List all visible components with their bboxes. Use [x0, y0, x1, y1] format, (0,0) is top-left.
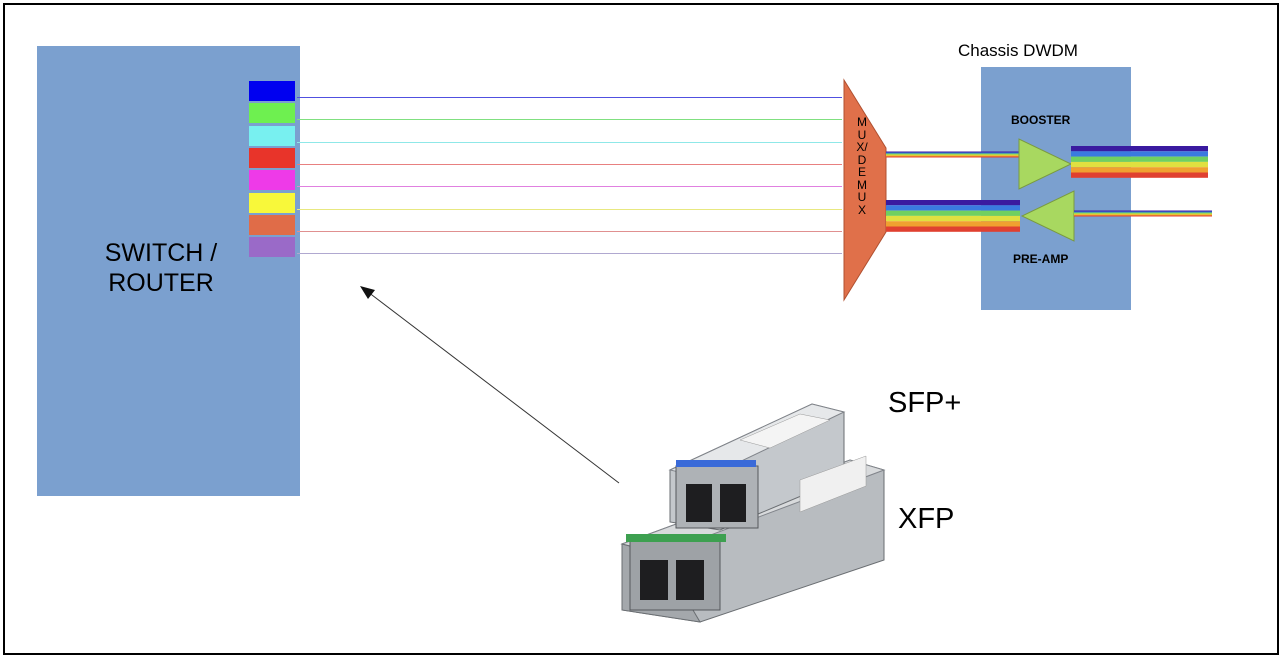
port-4: [248, 146, 296, 169]
wavelength-band: [886, 200, 1020, 206]
wavelength-band: [886, 210, 1020, 216]
transceiver-illustration: [620, 403, 886, 623]
booster-amplifier: [1018, 138, 1073, 190]
port-5: [248, 169, 296, 192]
port-6: [248, 191, 296, 214]
fiber-line-5: [297, 186, 842, 188]
booster-input-fiber: [886, 151, 1019, 158]
port-8: [248, 236, 296, 259]
preamp-input-fiber: [886, 200, 1020, 232]
port-7: [248, 213, 296, 236]
wavelength-band: [1071, 151, 1208, 157]
preamp-label: PRE-AMP: [1013, 252, 1069, 266]
wavelength-band: [1071, 167, 1208, 173]
fiber-line-2: [297, 119, 842, 121]
chassis-title: Chassis DWDM: [958, 41, 1078, 60]
fiber-line-1: [297, 97, 842, 98]
wavelength-band: [886, 221, 1020, 227]
booster-label: BOOSTER: [1011, 113, 1071, 127]
wavelength-band: [1071, 156, 1208, 162]
wavelength-band: [1071, 172, 1208, 178]
booster-output-bundle: [1071, 146, 1208, 178]
arrow-head-icon: [360, 286, 375, 299]
switch-router-label: SWITCH / ROUTER: [104, 239, 218, 297]
port-2: [248, 102, 296, 125]
fiber-line-3: [297, 141, 842, 143]
fiber-line-7: [297, 230, 842, 232]
fiber-line-6: [297, 208, 842, 210]
sfp-plus-label: SFP+: [888, 387, 962, 419]
xfp-label: XFP: [898, 503, 955, 535]
port-1: [248, 80, 296, 102]
wavelength-band: [886, 205, 1020, 211]
port-3: [248, 124, 296, 147]
wavelength-band: [1071, 161, 1208, 168]
mux-demux-label: MUX/DEMUX: [856, 115, 868, 217]
preamp-output-bundle: [1074, 210, 1212, 217]
wavelength-band: [1071, 146, 1208, 152]
wavelength-band: [886, 226, 1020, 232]
pointer-arrow: [367, 291, 620, 484]
wavelength-band: [886, 215, 1020, 222]
fiber-line-4: [297, 163, 842, 165]
fiber-line-8: [297, 253, 842, 255]
preamp-amplifier: [1020, 190, 1075, 242]
chassis-dwdm-box: [981, 67, 1131, 310]
mux-demux-block: [843, 78, 887, 302]
